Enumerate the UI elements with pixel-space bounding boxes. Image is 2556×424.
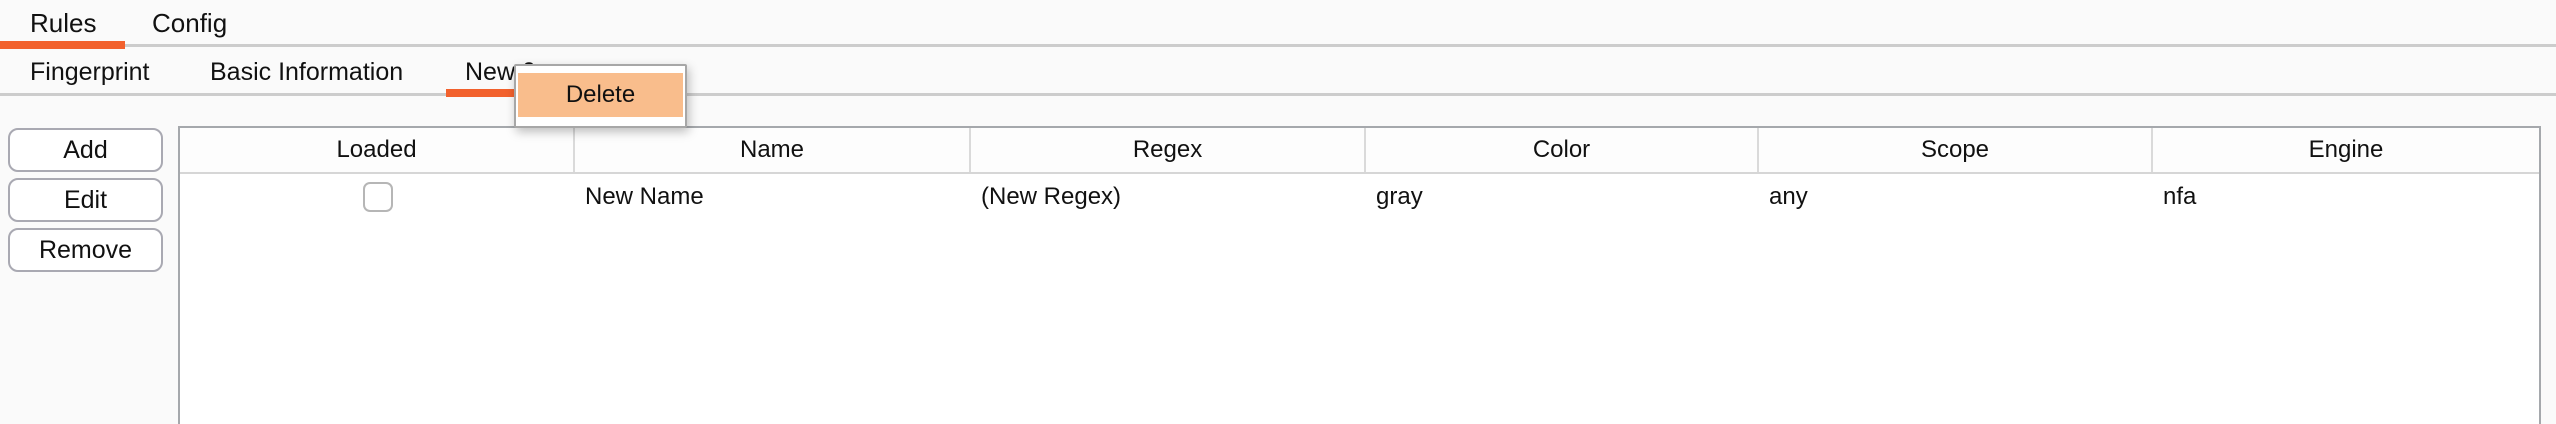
color-cell[interactable]: gray bbox=[1376, 183, 1423, 210]
remove-button[interactable]: Remove bbox=[8, 228, 163, 272]
add-button[interactable]: Add bbox=[8, 128, 163, 172]
context-menu-item-delete[interactable]: Delete bbox=[518, 73, 683, 117]
loaded-cell bbox=[180, 174, 575, 220]
tab-basic-information[interactable]: Basic Information bbox=[210, 58, 404, 86]
tab-rules[interactable]: Rules bbox=[30, 8, 97, 38]
primary-tabbar-divider bbox=[0, 44, 2556, 47]
table-row[interactable]: New Name (New Regex) gray any nfa bbox=[180, 174, 2539, 220]
column-header-engine[interactable]: Engine bbox=[2308, 136, 2384, 163]
engine-cell[interactable]: nfa bbox=[2163, 183, 2197, 210]
active-tab-underline-new-0 bbox=[446, 89, 578, 97]
column-header-scope[interactable]: Scope bbox=[1759, 128, 2153, 172]
table-header-row: Loaded Name Regex Color Scope Engine bbox=[180, 128, 2539, 174]
tab-fingerprint[interactable]: Fingerprint bbox=[30, 58, 150, 86]
loaded-checkbox[interactable] bbox=[362, 182, 393, 212]
secondary-tabbar-divider bbox=[0, 93, 2556, 96]
column-header-regex[interactable]: Regex bbox=[971, 128, 1366, 172]
column-header-name[interactable]: Name bbox=[575, 128, 971, 172]
name-cell[interactable]: New Name bbox=[585, 183, 704, 210]
tab-config[interactable]: Config bbox=[152, 8, 228, 38]
rules-table: Loaded Name Regex Color Scope Engine New… bbox=[178, 126, 2541, 424]
column-header-color[interactable]: Color bbox=[1366, 128, 1759, 172]
active-tab-underline-rules bbox=[0, 41, 125, 49]
edit-button[interactable]: Edit bbox=[8, 178, 163, 222]
regex-cell[interactable]: (New Regex) bbox=[981, 183, 1122, 210]
scope-cell[interactable]: any bbox=[1769, 183, 1808, 210]
column-header-loaded[interactable]: Loaded bbox=[180, 128, 575, 172]
context-menu: Delete bbox=[514, 64, 687, 128]
